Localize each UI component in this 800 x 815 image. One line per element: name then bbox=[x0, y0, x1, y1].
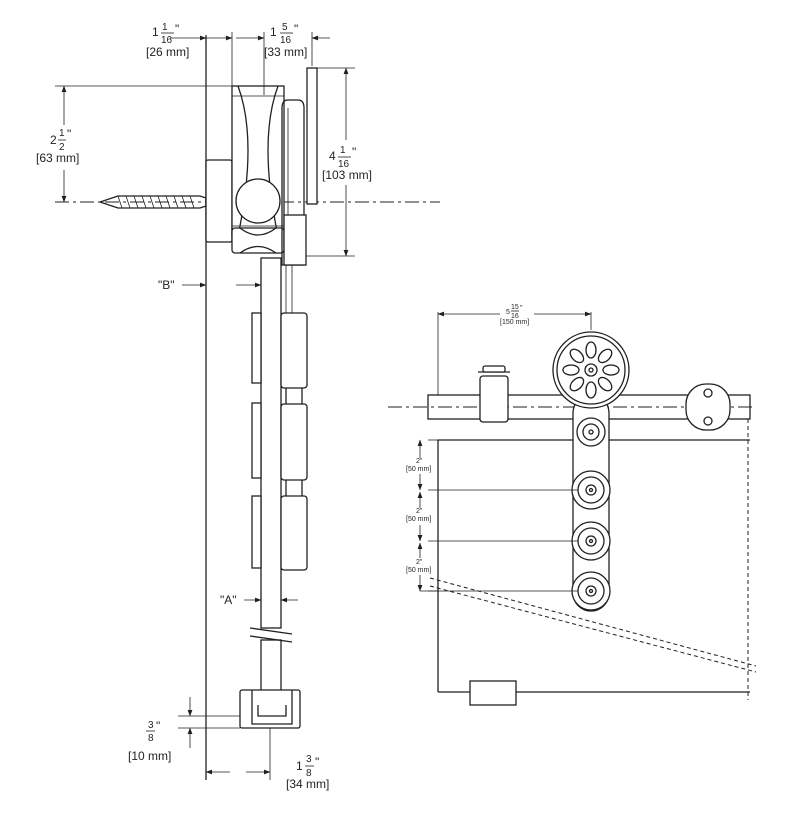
bottom-left-den: 8 bbox=[148, 733, 154, 744]
wheel-spoke-hole bbox=[569, 376, 585, 392]
bottom-left-unit: " bbox=[156, 719, 160, 733]
spacing-3-value: 2" bbox=[416, 559, 423, 566]
wheel-spoke-hole bbox=[585, 341, 597, 359]
right-height-den: 16 bbox=[338, 159, 350, 170]
top-left-dim-whole: 1 bbox=[152, 25, 159, 39]
wheel-spoke-hole bbox=[597, 376, 613, 392]
bottom-right-den: 8 bbox=[306, 768, 312, 779]
strap-plate bbox=[306, 67, 318, 205]
bottom-left-num: 3 bbox=[148, 720, 154, 731]
hanger-roller bbox=[231, 227, 285, 254]
wheel-spoke-hole bbox=[597, 348, 613, 364]
spacing-2-value: 2" bbox=[416, 508, 423, 515]
left-height-unit: " bbox=[67, 127, 71, 141]
top-left-dim-unit: " bbox=[175, 22, 179, 36]
top-left-dim-den: 16 bbox=[161, 35, 173, 46]
top-right-dim-unit: " bbox=[294, 22, 298, 36]
door-diagonal-2 bbox=[429, 585, 757, 673]
wall-bracket bbox=[685, 383, 731, 431]
bottom-left-metric: [10 mm] bbox=[128, 749, 171, 763]
front-top-den: 16 bbox=[511, 313, 519, 320]
wheel-spoke-hole bbox=[569, 348, 585, 364]
spacing-1-metric: [50 mm] bbox=[406, 466, 431, 473]
door-diagonal-1 bbox=[429, 577, 757, 667]
side-view: 1 1 16 " [26 mm] 1 5 16 " [33 mm] 2 1 2 … bbox=[36, 22, 440, 791]
floor-guide bbox=[239, 689, 301, 729]
top-left-dim-metric: [26 mm] bbox=[146, 45, 189, 59]
wheel-spoke-hole bbox=[602, 364, 620, 376]
round-rail bbox=[235, 178, 281, 224]
left-height-whole: 2 bbox=[50, 133, 57, 147]
left-height-num: 1 bbox=[59, 128, 65, 139]
front-top-metric: [150 mm] bbox=[500, 319, 529, 326]
wall-spacer bbox=[205, 159, 233, 243]
top-left-dim-num: 1 bbox=[162, 22, 168, 33]
label-b: "B" bbox=[158, 278, 175, 292]
left-height-den: 2 bbox=[59, 142, 65, 153]
top-right-dim-den: 16 bbox=[280, 35, 292, 46]
bottom-right-num: 3 bbox=[306, 754, 312, 765]
spacing-2-metric: [50 mm] bbox=[406, 516, 431, 523]
spoked-wheel bbox=[552, 331, 630, 409]
front-view: 5 15 16 " [150 mm] 2" [50 mm] 2" [50 mm]… bbox=[388, 304, 757, 706]
right-height-whole: 4 bbox=[329, 149, 336, 163]
right-height-metric: [103 mm] bbox=[322, 168, 372, 182]
bottom-right-whole: 1 bbox=[296, 759, 303, 773]
front-floor-guide bbox=[469, 680, 517, 706]
front-top-whole: 5 bbox=[506, 309, 510, 316]
wheel-spoke-hole bbox=[562, 364, 580, 376]
bottom-right-unit: " bbox=[315, 755, 319, 769]
front-top-unit: " bbox=[520, 305, 523, 312]
top-right-dim-num: 5 bbox=[282, 22, 288, 33]
spacing-3-metric: [50 mm] bbox=[406, 567, 431, 574]
label-a: "A" bbox=[220, 593, 237, 607]
spacing-1-value: 2" bbox=[416, 458, 423, 465]
bottom-right-metric: [34 mm] bbox=[286, 777, 329, 791]
right-height-unit: " bbox=[352, 145, 356, 159]
end-stop bbox=[478, 365, 510, 423]
left-height-metric: [63 mm] bbox=[36, 151, 79, 165]
bolt-blocks bbox=[251, 312, 308, 571]
top-right-dim-metric: [33 mm] bbox=[264, 45, 307, 59]
strap-block bbox=[283, 214, 307, 266]
wheel-spoke-hole bbox=[585, 381, 597, 399]
right-height-num: 1 bbox=[340, 145, 346, 156]
top-right-dim-whole: 1 bbox=[270, 25, 277, 39]
front-top-num: 15 bbox=[511, 304, 519, 311]
